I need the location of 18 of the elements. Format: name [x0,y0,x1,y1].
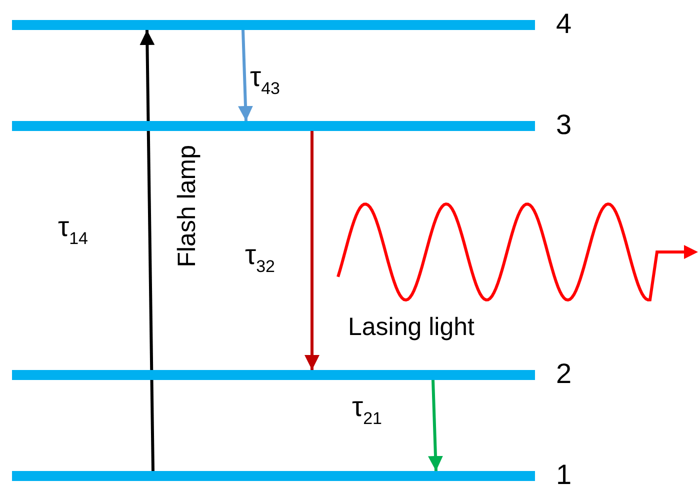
level-number: 4 [556,8,572,40]
energy-level-bar [12,20,535,30]
edge-label: τ$_{14}$ [58,212,88,250]
level-number: 1 [556,459,572,491]
edge-label: τ$_{21}$ [352,392,382,430]
transition-arrow [140,30,155,472]
level-number: 3 [556,109,572,141]
transition-arrow [304,131,320,370]
text-label: Lasing light [348,312,474,342]
edge-label: τ$_{43}$ [250,62,280,100]
transition-arrow [238,30,253,122]
edge-label: τ$_{32}$ [245,240,275,278]
energy-level-bar [12,370,535,380]
level-number: 2 [556,358,572,390]
energy-level-bar [12,471,535,481]
energy-level-bar [12,121,535,131]
transition-arrow [428,380,443,472]
text-label: Flash lamp [172,145,202,268]
